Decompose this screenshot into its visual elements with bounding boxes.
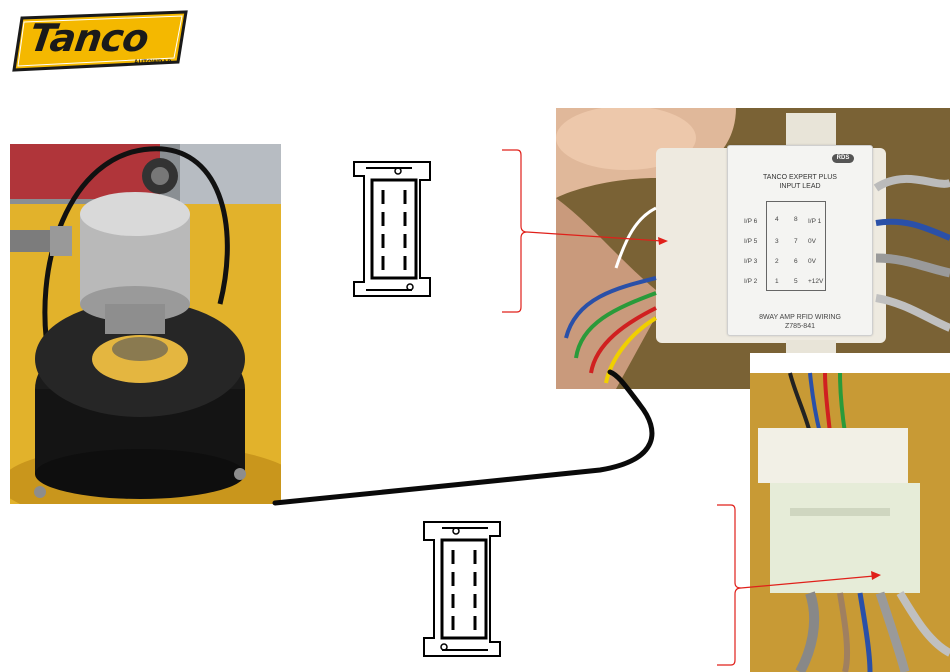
arrow-top-line	[527, 232, 662, 241]
sensor-cable	[275, 372, 652, 503]
bracket-top	[502, 150, 527, 312]
bracket-bottom	[717, 505, 741, 665]
arrow-bottom-line	[741, 576, 874, 588]
connector-diagram-bottom	[424, 522, 500, 656]
connector-diagram-top	[354, 162, 430, 296]
arrow-bottom-head	[871, 571, 881, 580]
arrow-top-head	[658, 237, 668, 245]
